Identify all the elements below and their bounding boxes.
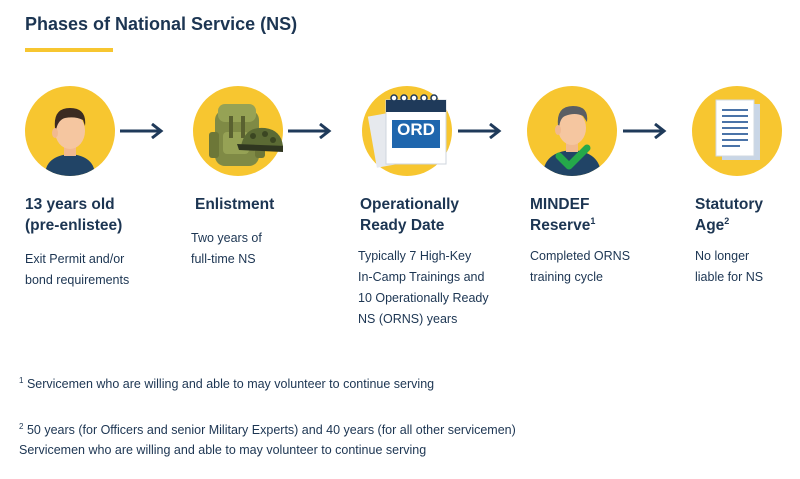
stage-2-desc: Two years of full-time NS [191, 231, 262, 266]
stage-4-desc: Completed ORNS training cycle [530, 249, 631, 284]
arrow-3 [458, 123, 506, 139]
arrow-4 [623, 123, 671, 139]
stage-2-title: Enlistment [195, 196, 275, 213]
arrow-1 [120, 123, 168, 139]
stage-1-desc: Exit Permit and/or bond requirements [25, 252, 130, 287]
stage-3-desc: Typically 7 High-Key In-Camp Trainings a… [358, 249, 489, 326]
document-icon [692, 86, 782, 176]
arrow-2 [288, 123, 336, 139]
ord-badge: ORD [397, 120, 435, 139]
stage-4-title: MINDEF Reserve1 [530, 196, 596, 234]
footnote-1: 1 Servicemen who are willing and able to… [19, 375, 435, 391]
stage-5-title: Statutory Age2 [695, 196, 764, 234]
reservist-checkmark-icon [527, 86, 617, 176]
stage-1-title: 13 years old (pre-enlistee) [25, 196, 123, 234]
ord-calendar-icon [362, 86, 452, 176]
stage-5-desc: No longer liable for NS [695, 249, 764, 284]
stage-3-title: Operationally Ready Date [360, 196, 460, 234]
pre-enlistee-person-icon [25, 86, 115, 176]
title-underline [25, 48, 113, 52]
backpack-helmet-icon [193, 86, 283, 176]
footnote-2: 2 50 years (for Officers and senior Mili… [19, 421, 516, 457]
page-title: Phases of National Service (NS) [25, 14, 298, 34]
